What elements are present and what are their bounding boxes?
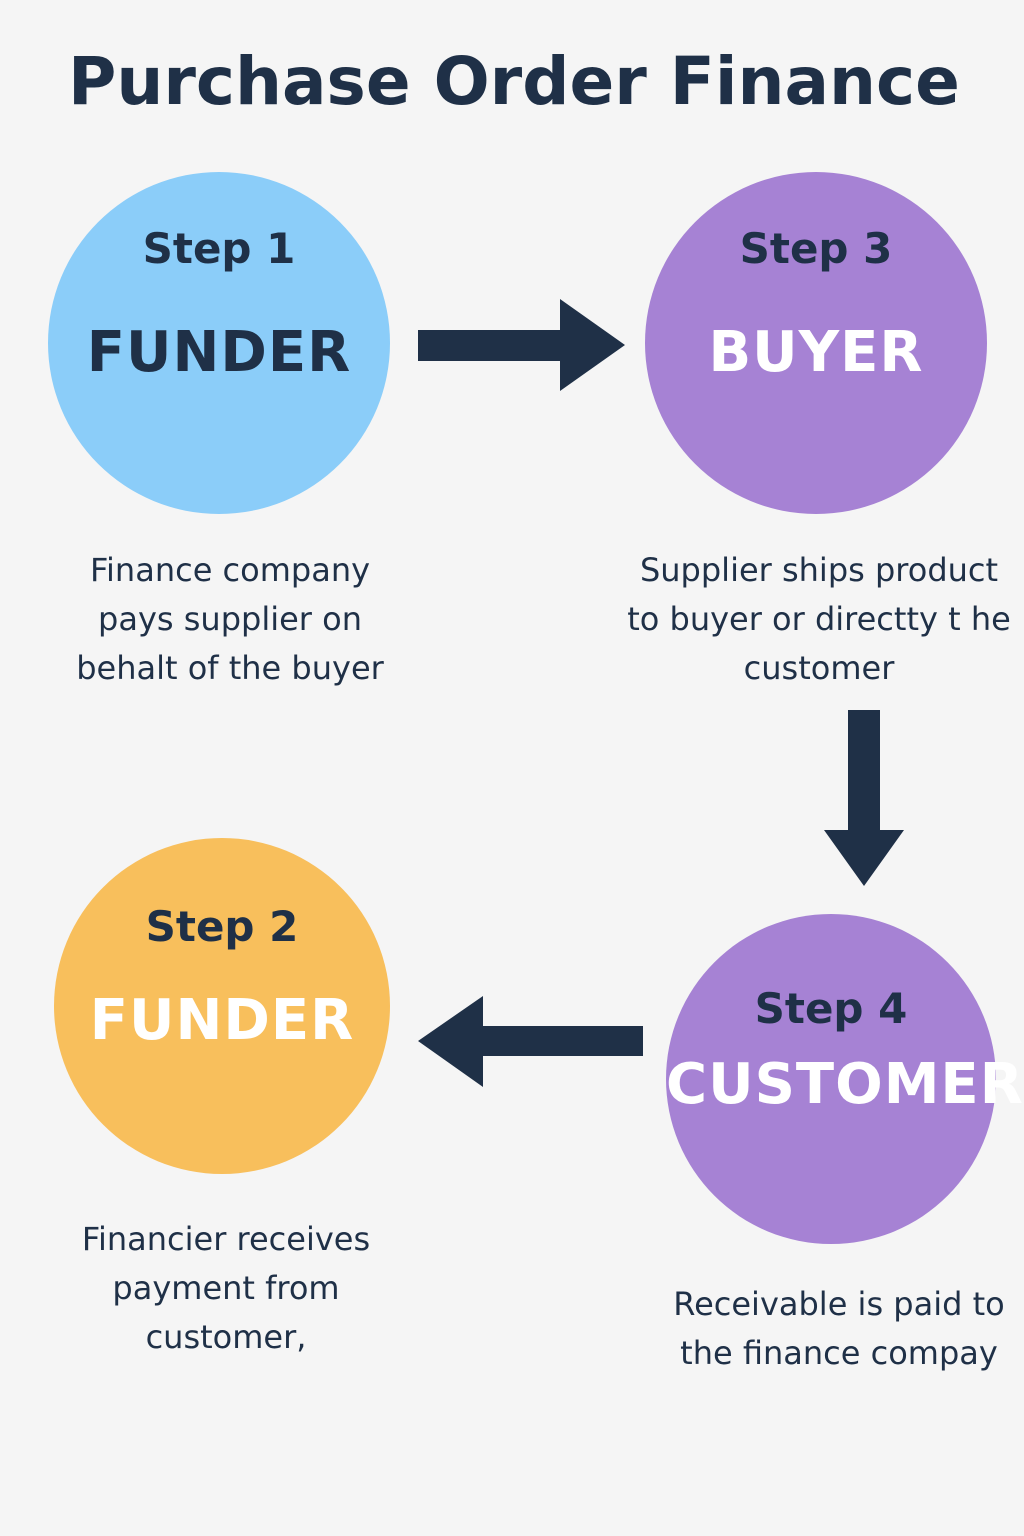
- arrow-right-icon: [418, 299, 625, 391]
- step1-description-line: Finance company: [89, 551, 371, 589]
- step2-description: Financier receives payment from customer…: [56, 1215, 396, 1362]
- step4-label: Step 4: [754, 984, 908, 1033]
- step4-description-line: Receivable is paid to: [673, 1285, 1005, 1323]
- arrow-down-icon: [824, 710, 904, 886]
- step3-circle: Step 3 BUYER: [645, 172, 987, 514]
- arrow-left-icon: [418, 996, 643, 1087]
- step4-circle: Step 4 CUSTOMER: [666, 914, 1024, 1244]
- step2-circle: Step 2 FUNDER: [54, 838, 390, 1174]
- step3-description: Supplier ships product to buyer or direc…: [614, 546, 1024, 693]
- page-title: Purchase Order Finance: [68, 43, 960, 120]
- step1-role: FUNDER: [86, 320, 352, 385]
- step2-label: Step 2: [145, 902, 299, 951]
- step1-description: Finance company pays supplier on behalt …: [60, 546, 400, 693]
- step1-description-line: behalt of the buyer: [76, 649, 384, 687]
- step3-role: BUYER: [708, 320, 924, 385]
- step2-description-line: payment from: [112, 1269, 340, 1307]
- step4-description: Receivable is paid to the finance compay: [654, 1280, 1024, 1378]
- step4-description-line: the finance compay: [680, 1334, 998, 1372]
- step3-description-line: to buyer or directty t he: [627, 600, 1011, 638]
- step3-description-line: Supplier ships product: [639, 551, 999, 589]
- step2-description-line: Financier receives: [81, 1220, 371, 1258]
- step1-circle: Step 1 FUNDER: [48, 172, 390, 514]
- step1-label: Step 1: [142, 224, 296, 273]
- step2-description-line: customer,: [145, 1318, 307, 1356]
- step4-role: CUSTOMER: [666, 1052, 1024, 1117]
- step2-role: FUNDER: [89, 988, 355, 1053]
- step3-label: Step 3: [739, 224, 893, 273]
- step3-description-line: customer: [743, 649, 895, 687]
- step1-description-line: pays supplier on: [98, 600, 362, 638]
